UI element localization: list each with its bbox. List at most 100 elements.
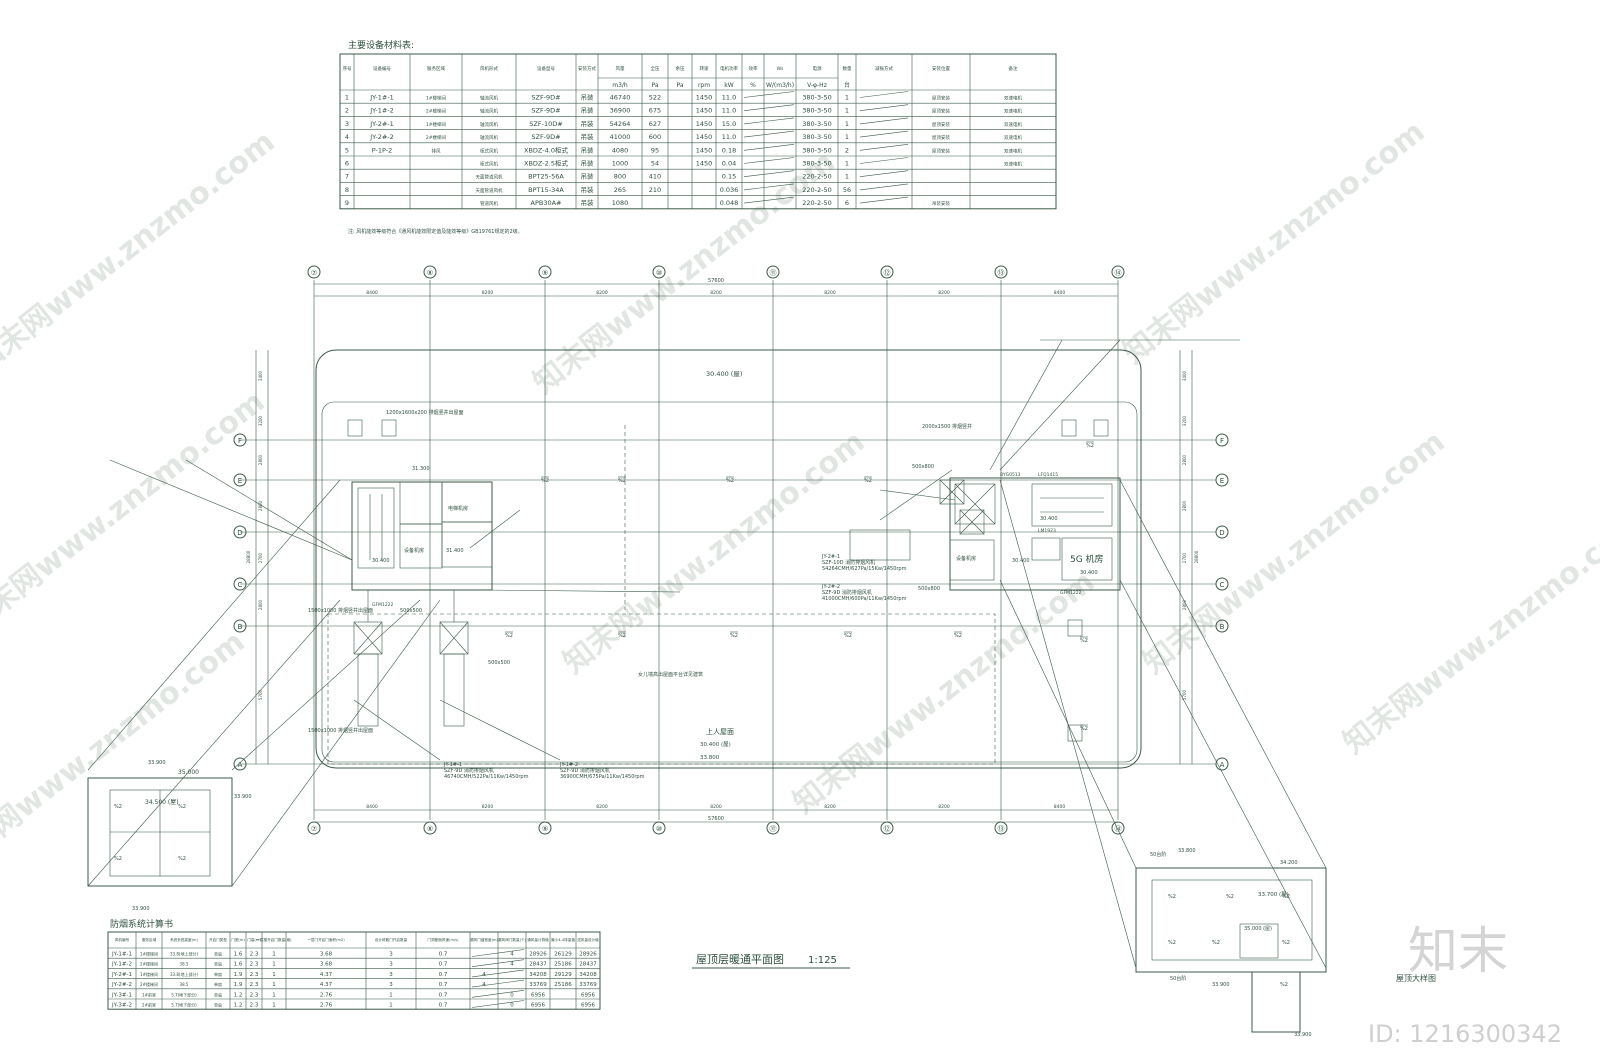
axis-label-top: ⑭ [1115, 269, 1122, 277]
equipment-cell: 吊装 [581, 172, 595, 181]
axis-label-left: D [237, 529, 242, 537]
equipment-cell: 0.036 [720, 186, 739, 194]
axis-label-left: A [238, 761, 243, 769]
smoke-cell: 2#楼梯间 [140, 981, 158, 987]
smoke-cell: JY-1#-1 [111, 952, 132, 958]
axis-label-top: ⑫ [884, 269, 891, 277]
equipment-cell: 轴流风机 [480, 95, 498, 102]
axis-bubble-left [233, 619, 247, 633]
leader-lines [109, 339, 1240, 761]
fan-right2-model: SZF-9D 消防排烟风机 [822, 589, 872, 596]
smoke-cell: 33.8(地上部分) [170, 951, 198, 957]
smoke-cell: 38.5 [180, 962, 189, 967]
equipment-cell: 9 [345, 199, 349, 207]
smoke-cell: 1.6 [234, 952, 243, 958]
left-elev-mid: 31.400 [446, 548, 464, 554]
smoke-cell: 2.3 [250, 992, 259, 998]
axis-bubble-top [652, 265, 666, 279]
roof-access-zone [327, 613, 996, 765]
equipment-unit-cell: rpm [698, 82, 710, 89]
equipment-cell: XBDZ-4.0柜式 [524, 145, 568, 154]
equipment-table-frame [339, 53, 1057, 210]
equipment-cell: 屋顶安装 [932, 95, 950, 102]
smoke-cell: 1.2 [234, 992, 243, 998]
dim-left: 2800 [258, 500, 263, 511]
left-device-room [399, 523, 443, 569]
equipment-cell: 800 [614, 173, 626, 181]
detail-right-slope: %2 [1282, 940, 1290, 946]
smoke-calculation-table: 风机编号服务区域系统负担高度(m)开启门类型门宽(m)门高(m)一层楼开启门数量… [107, 931, 601, 1010]
equipment-cell: 6 [345, 160, 349, 168]
axis-label-left: E [238, 477, 242, 485]
axis-bubble-right [1215, 577, 1229, 591]
watermark-text: 知末网www.znzmo.com [1117, 114, 1432, 371]
smoke-table-title: 防烟系统计算书 [110, 918, 173, 930]
equipment-cell: 380-3-50 [802, 107, 832, 115]
detail-right-step [1251, 971, 1301, 1033]
axis-label-right: C [1220, 581, 1225, 589]
equipment-header-cell: 电源 [813, 65, 822, 72]
slope-label: %2 [954, 633, 962, 639]
smoke-cell: 34208 [579, 972, 597, 978]
left-device-room-label: 设备机房 [404, 547, 424, 554]
fan-left2-spec: 36900CMH/675Pa/11Kw/1450rpm [560, 774, 645, 780]
equipment-cell: 0.15 [722, 173, 736, 181]
equipment-cell: 1 [845, 160, 849, 168]
center-note: 女儿墙高出屋面平台详见建筑 [638, 671, 703, 678]
equipment-table-note: 注: 风机能效等级符合《通风机能效限定值及能效等级》GB19761规定的2级。 [348, 228, 523, 235]
equipment-cell: 双速电机 [1004, 147, 1022, 154]
equipment-cell: BPT25-56A [528, 173, 564, 181]
smoke-cell: 2.3 [250, 952, 259, 958]
watermark-text: 知末网www.znzmo.com [1337, 504, 1600, 761]
equipment-cell: 双速电机 [1004, 161, 1022, 168]
axis-bubble-right [1215, 757, 1229, 771]
axis-bubble-right [1215, 433, 1229, 447]
slope-label: %2 [618, 478, 626, 484]
smoke-header-cell: 一层楼开启门数量(扇) [256, 937, 292, 942]
smoke-cell: 1#前室 [142, 991, 156, 997]
equipment-header-cell: 安装位置 [932, 65, 950, 72]
equipment-cell: 吊装 [581, 145, 595, 154]
dim-bay-top: 8200 [710, 290, 722, 296]
axis-label-left: F [238, 437, 242, 445]
equipment-header-cell: Ws [777, 66, 784, 72]
equipment-header-cell: 设备编号 [373, 65, 391, 72]
dim-bay-top: 8200 [482, 290, 494, 296]
equipment-cell: 屋顶安装 [932, 108, 950, 115]
left-door-code: GFM1222 [372, 602, 394, 608]
dim-right: 2800 [1182, 599, 1187, 610]
equipment-cell: 屋顶安装 [932, 147, 950, 154]
equipment-cell: 0.18 [722, 146, 736, 154]
smoke-cell: 6956 [581, 992, 595, 998]
dim-bay-bottom: 8400 [1054, 804, 1066, 810]
detail-right-elev-inner: 35.000 (屋) [1244, 926, 1272, 932]
detail-left-elev-top: 33.900 [148, 760, 166, 766]
equipment-unit-cell: Pa [676, 82, 683, 89]
equipment-header-cell: 全压 [651, 65, 660, 72]
detail-right-elev-top: 34.200 [1280, 860, 1298, 866]
equipment-cell: JY-2#-1 [369, 120, 394, 128]
equipment-unit-cell: % [750, 82, 756, 89]
smoke-cell: 1 [389, 992, 393, 998]
fan-jy1-2-duct [443, 653, 465, 727]
equipment-cell: 轴流风机 [480, 134, 498, 141]
smoke-cell: 3 [389, 962, 393, 968]
dim-left: 2800 [258, 454, 263, 465]
right-elev-top: 30.400 [1040, 516, 1058, 522]
roof-equipment-pad [849, 529, 911, 561]
detail-left-frame [87, 777, 233, 887]
equipment-cell: 吊装 [581, 159, 595, 168]
smoke-cell: 0.7 [439, 952, 448, 958]
detail-right-frame [1135, 867, 1327, 973]
axis-bubble-right [1215, 619, 1229, 633]
detail-left: 33.900 35.000 34.500 (屋) 33.900 33.900 [87, 760, 252, 912]
equipment-cell: 0.048 [720, 199, 739, 207]
slope-label: %2 [730, 633, 738, 639]
detail-connectors [87, 479, 1327, 969]
axis-bubble-left [233, 525, 247, 539]
smoke-cell: JY-1#-2 [111, 962, 132, 968]
smoke-header-cell: 系统负担高度(m) [170, 937, 198, 942]
smoke-cell: 1#楼梯间 [140, 951, 158, 957]
equipment-cell: 2#楼梯间 [426, 134, 447, 141]
